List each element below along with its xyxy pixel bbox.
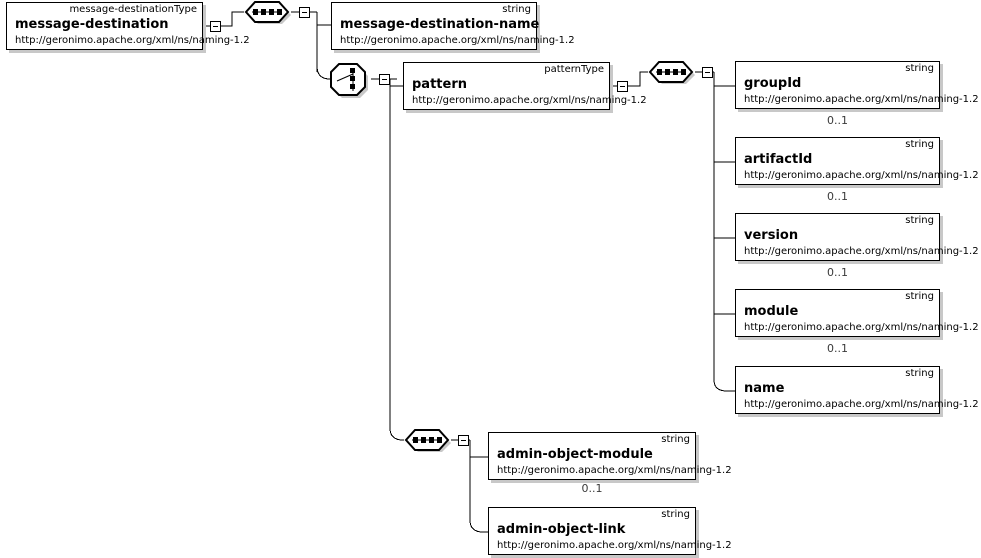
node-namespace-label: http://geronimo.apache.org/xml/ns/naming… <box>340 35 575 46</box>
sequence-compositor-pattern[interactable] <box>647 59 695 89</box>
node-type-label: string <box>661 509 690 520</box>
node-message-destination[interactable]: message-destinationType message-destinat… <box>6 2 250 50</box>
node-namespace-label: http://geronimo.apache.org/xml/ns/naming… <box>744 322 979 333</box>
node-message-destination-name[interactable]: string message-destination-name http://g… <box>331 2 575 50</box>
expand-toggle-message-destination[interactable] <box>210 21 221 32</box>
node-name-label: name <box>744 381 785 396</box>
node-namespace-label: http://geronimo.apache.org/xml/ns/naming… <box>497 540 732 551</box>
node-admin-object-module[interactable]: string admin-object-module http://geroni… <box>488 432 732 480</box>
expand-toggle-sequence-root[interactable] <box>299 7 310 18</box>
node-type-label: message-destinationType <box>69 4 197 15</box>
node-namespace-label: http://geronimo.apache.org/xml/ns/naming… <box>744 399 979 410</box>
node-namespace-label: http://geronimo.apache.org/xml/ns/naming… <box>744 246 979 257</box>
node-module[interactable]: string module http://geronimo.apache.org… <box>735 289 979 337</box>
node-name-label: pattern <box>412 77 467 92</box>
node-type-label: string <box>905 215 934 226</box>
cardinality-version: 0..1 <box>827 266 848 279</box>
node-admin-object-link[interactable]: string admin-object-link http://geronimo… <box>488 507 732 555</box>
node-name-label: message-destination <box>15 17 169 32</box>
node-name-label: message-destination-name <box>340 17 540 32</box>
node-name[interactable]: string name http://geronimo.apache.org/x… <box>735 366 979 414</box>
node-namespace-label: http://geronimo.apache.org/xml/ns/naming… <box>497 465 732 476</box>
sequence-compositor-root[interactable] <box>243 0 291 29</box>
expand-toggle-sequence-pattern[interactable] <box>702 67 713 78</box>
node-name-label: groupId <box>744 76 802 91</box>
node-type-label: string <box>905 368 934 379</box>
node-type-label: string <box>905 291 934 302</box>
node-namespace-label: http://geronimo.apache.org/xml/ns/naming… <box>412 95 647 106</box>
node-type-label: string <box>905 139 934 150</box>
node-name-label: version <box>744 228 799 243</box>
expand-toggle-pattern[interactable] <box>617 81 628 92</box>
node-type-label: string <box>502 4 531 15</box>
node-pattern[interactable]: patternType pattern http://geronimo.apac… <box>403 62 647 110</box>
node-namespace-label: http://geronimo.apache.org/xml/ns/naming… <box>744 94 979 105</box>
node-namespace-label: http://geronimo.apache.org/xml/ns/naming… <box>15 35 250 46</box>
node-name-label: admin-object-module <box>497 447 653 462</box>
node-name-label: admin-object-link <box>497 522 626 537</box>
sequence-compositor-admin-object[interactable] <box>403 427 451 457</box>
choice-compositor-main[interactable] <box>329 61 373 99</box>
node-name-label: artifactId <box>744 152 813 167</box>
node-version[interactable]: string version http://geronimo.apache.or… <box>735 213 979 261</box>
cardinality-module: 0..1 <box>827 342 848 355</box>
node-type-label: string <box>661 434 690 445</box>
node-namespace-label: http://geronimo.apache.org/xml/ns/naming… <box>744 170 979 181</box>
node-name-label: module <box>744 304 799 319</box>
cardinality-admin-object-module: 0..1 <box>581 482 603 495</box>
node-artifactId[interactable]: string artifactId http://geronimo.apache… <box>735 137 979 185</box>
expand-toggle-sequence-admin-object[interactable] <box>458 435 469 446</box>
cardinality-artifactId: 0..1 <box>827 190 848 203</box>
node-type-label: string <box>905 63 934 74</box>
node-type-label: patternType <box>544 64 604 75</box>
expand-toggle-choice-main[interactable] <box>379 74 390 85</box>
node-groupId[interactable]: string groupId http://geronimo.apache.or… <box>735 61 979 109</box>
cardinality-groupId: 0..1 <box>827 114 848 127</box>
